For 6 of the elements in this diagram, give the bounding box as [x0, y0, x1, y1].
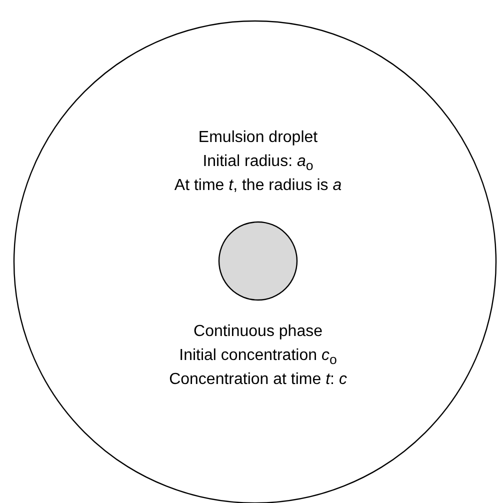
text-line: Initial concentration c$_{o}$ — [179, 346, 337, 370]
text-line: Concentration at time t: c — [169, 370, 347, 390]
heading: Continuous phase — [194, 322, 322, 342]
heading: Emulsion droplet — [198, 128, 318, 148]
text-line: At time t, the radius is a — [174, 176, 342, 196]
text-line: Initial radius: a$_{o}$ — [202, 152, 314, 176]
